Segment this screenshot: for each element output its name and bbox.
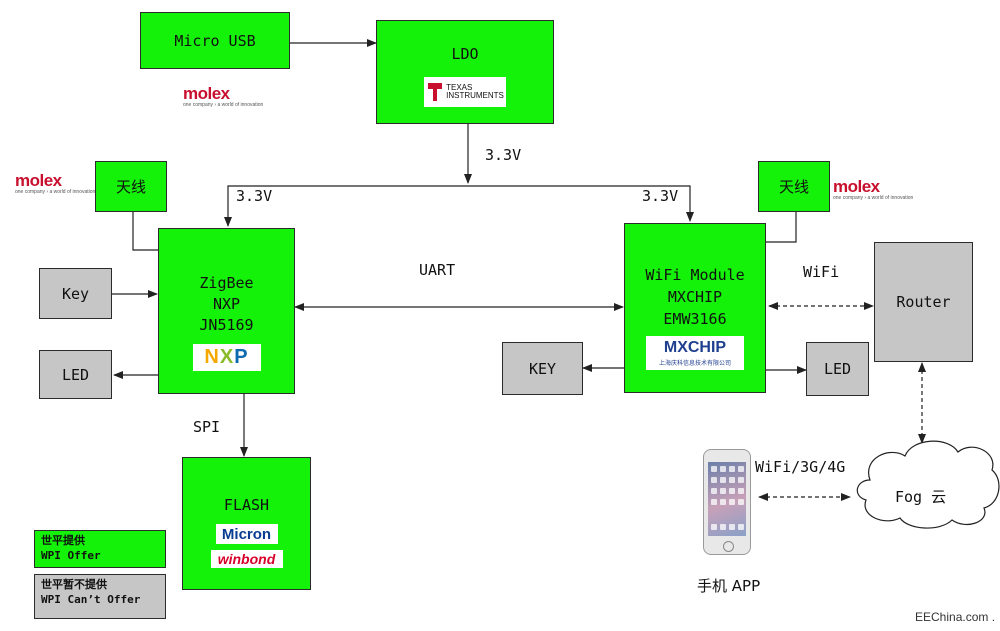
micro-usb-label: Micro USB [174, 31, 256, 50]
flash-block: FLASH Micron winbond [182, 457, 311, 590]
ldo-output-voltage: 3.3V [485, 146, 522, 164]
smartphone-icon [703, 449, 751, 555]
key-right-label: KEY [528, 359, 557, 378]
antenna-left-label: 天线 [115, 178, 146, 196]
winbond-logo: winbond [210, 550, 283, 568]
mxchip-logo-subtext: 上海庆科信息技术有限公司 [658, 359, 731, 367]
legend-no-offer-cn: 世平暂不提供 [41, 578, 107, 591]
molex-logo-text: molex [183, 84, 230, 103]
zigbee-label-line2: NXP [212, 295, 241, 313]
legend-no-offer: 世平暂不提供 WPI Can’t Offer [34, 574, 166, 619]
led-right-block: LED [806, 342, 869, 396]
molex-logo-right: molex one company › a world of innovatio… [833, 178, 913, 201]
molex-logo-tagline: one company › a world of innovation [833, 195, 914, 201]
antenna-right-label: 天线 [778, 178, 809, 196]
watermark: EEChina.com . [915, 610, 996, 624]
ldo-block: LDO TEXAS INSTRUMENTS [376, 20, 554, 124]
key-left-label: Key [61, 284, 90, 303]
nxp-logo: NXP [192, 344, 261, 371]
winbond-logo-text: winbond [217, 551, 276, 567]
phone-app-caption: 手机 APP [697, 577, 761, 595]
fog-cloud-shape [856, 440, 1000, 529]
molex-logo-tagline: one company › a world of innovation [15, 189, 96, 195]
key-left-block: Key [39, 268, 112, 319]
legend-offer-en: WPI Offer [41, 548, 101, 562]
antenna-right-line [766, 212, 797, 243]
led-left-label: LED [61, 365, 90, 384]
molex-logo-left: molex one company › a world of innovatio… [15, 172, 95, 195]
key-right-block: KEY [502, 342, 583, 395]
ti-logo: TEXAS INSTRUMENTS [424, 77, 506, 107]
zigbee-supply-voltage: 3.3V [236, 187, 273, 205]
wifi-module-label-line3: EMW3166 [663, 310, 727, 328]
spi-label: SPI [193, 418, 221, 436]
wifi-module-block: WiFi Module MXCHIP EMW3166 MXCHIP 上海庆科信息… [624, 223, 766, 393]
micron-logo-text: Micron [221, 525, 272, 543]
legend-no-offer-en: WPI Can’t Offer [41, 592, 141, 606]
micron-logo: Micron [215, 524, 278, 544]
wifi-link-label: WiFi [803, 263, 840, 281]
ti-logo-line2: INSTRUMENTS [446, 91, 504, 100]
mxchip-logo-text: MXCHIP [663, 338, 727, 356]
molex-logo-top: molex one company › a world of innovatio… [183, 85, 263, 108]
antenna-left-line [132, 212, 160, 251]
phone-screen [708, 462, 746, 536]
micro-usb-block: Micro USB [140, 12, 290, 69]
zigbee-block: ZigBee NXP JN5169 NXP [158, 228, 295, 394]
mxchip-logo: MXCHIP 上海庆科信息技术有限公司 [646, 336, 744, 370]
fog-cloud-label: Fog 云 [895, 488, 947, 506]
power-bus-left [224, 185, 468, 227]
molex-logo-text: molex [833, 177, 880, 196]
zigbee-label-line1: ZigBee [199, 274, 254, 292]
wifi-supply-voltage: 3.3V [642, 187, 679, 205]
molex-logo-text: molex [15, 171, 62, 190]
led-left-block: LED [39, 350, 112, 399]
flash-label: FLASH [223, 496, 270, 514]
led-right-label: LED [823, 360, 852, 378]
wifi-module-label-line2: MXCHIP [667, 288, 723, 306]
ldo-label: LDO [451, 45, 479, 63]
app-grid-icon [711, 466, 744, 530]
uart-label: UART [419, 261, 456, 279]
router-block: Router [874, 242, 973, 362]
ti-logo-icon [428, 83, 443, 101]
wifi-module-label-line1: WiFi Module [645, 266, 745, 284]
legend-offer: 世平提供 WPI Offer [34, 530, 166, 568]
ti-logo-line1: TEXAS [446, 83, 473, 92]
antenna-right-block: 天线 [758, 161, 830, 212]
power-bus-right [468, 185, 694, 222]
legend-offer-cn: 世平提供 [41, 534, 85, 547]
router-label: Router [896, 293, 951, 311]
home-button-icon [723, 541, 734, 552]
zigbee-label-line3: JN5169 [199, 316, 254, 334]
phone-link-label: WiFi/3G/4G [755, 458, 846, 476]
molex-logo-tagline: one company › a world of innovation [183, 102, 264, 108]
antenna-left-block: 天线 [95, 161, 167, 212]
